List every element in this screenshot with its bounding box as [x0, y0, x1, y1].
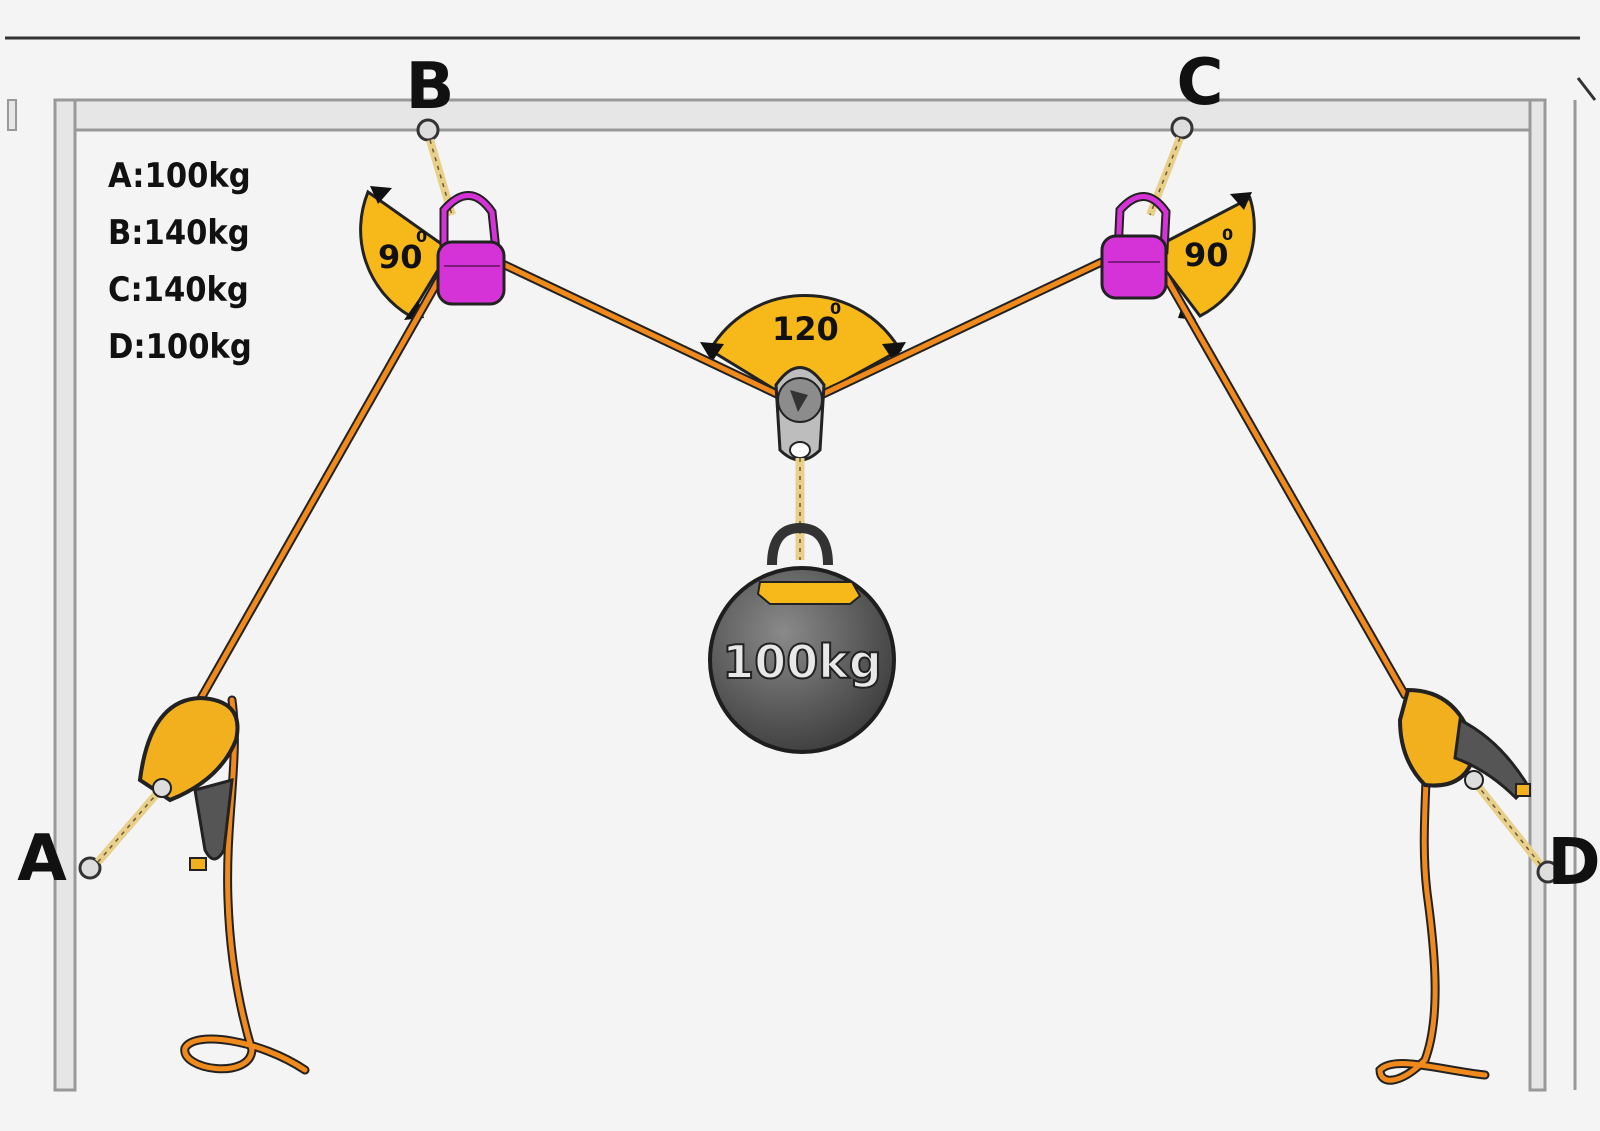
legend-item-c: C:140kg	[108, 270, 249, 310]
corner-mark	[1576, 77, 1597, 101]
anchor-label-d: D	[1547, 826, 1600, 900]
load-legend: A:100kg B:140kg C:140kg D:100kg	[108, 156, 252, 367]
angle-center-label: 120 0	[772, 299, 841, 348]
weight-cap	[756, 581, 862, 605]
weight-ball	[708, 566, 896, 754]
legend-item-b: B:140kg	[108, 213, 250, 253]
angle-left-sector	[359, 186, 453, 320]
angle-left-value: 90	[378, 238, 423, 276]
angle-left-degree: 0	[416, 227, 427, 246]
angle-right-label: 90 0	[1184, 225, 1233, 274]
carabiner-b	[436, 191, 506, 306]
top-beam	[53, 98, 1537, 132]
rope-system	[180, 253, 1490, 1085]
anchor-label-a: A	[17, 822, 67, 896]
angle-center-sector	[700, 294, 906, 407]
angle-right-degree: 0	[1222, 225, 1233, 244]
center-pulley	[774, 366, 826, 560]
legend-item-a: A:100kg	[108, 156, 251, 196]
anchor-label-c: C	[1177, 46, 1224, 120]
legend-item-d: D:100kg	[108, 327, 252, 367]
belay-device-d	[1397, 687, 1531, 801]
belay-device-a	[137, 695, 240, 871]
carabiner-c	[1100, 192, 1171, 300]
anchor-label-b: B	[406, 50, 455, 124]
left-stub	[7, 99, 17, 131]
weight: 100kg	[708, 522, 896, 754]
left-post	[53, 98, 77, 1092]
angle-center-value: 120	[772, 310, 839, 348]
angle-left-label: 90 0	[378, 227, 427, 276]
anchor-eye-d	[1474, 783, 1560, 884]
anchor-eye-a	[78, 787, 164, 880]
angle-center-degree: 0	[830, 299, 841, 318]
weight-label: 100kg	[722, 635, 882, 689]
right-post	[1528, 98, 1547, 1092]
angle-right-value: 90	[1184, 236, 1229, 274]
frame-structure	[5, 36, 1597, 1092]
